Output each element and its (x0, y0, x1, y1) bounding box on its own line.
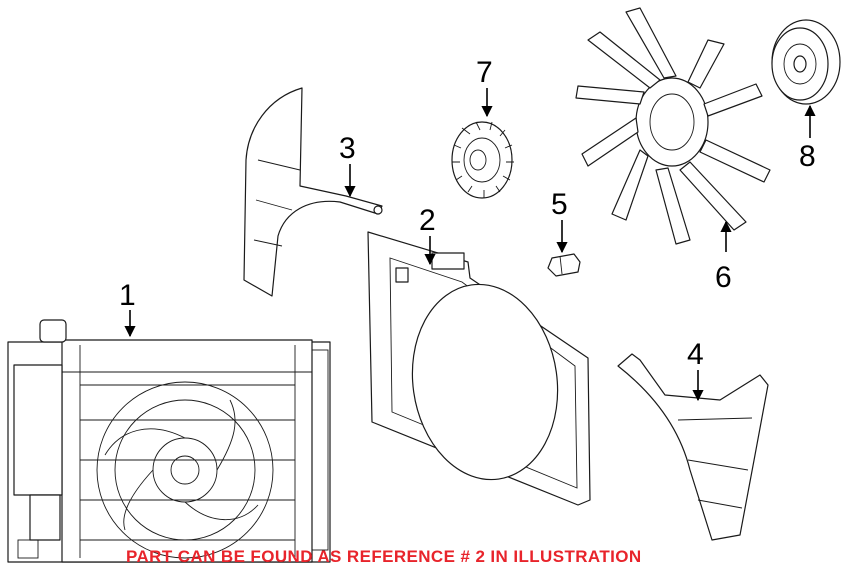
callout-1: 1 (119, 279, 136, 338)
callout-2-number: 2 (419, 204, 436, 237)
lower-shroud-bracket (617, 353, 769, 541)
callout-2: 2 (419, 204, 436, 266)
callout-6-number: 6 (715, 261, 732, 294)
callout-5-number: 5 (551, 188, 568, 221)
reference-notice: PART CAN BE FOUND AS REFERENCE # 2 IN IL… (126, 547, 642, 566)
callout-4-number: 4 (687, 338, 704, 371)
callout-3: 3 (339, 132, 356, 198)
fan-clutch (451, 121, 514, 199)
callout-5: 5 (551, 188, 568, 254)
clip (547, 253, 581, 277)
callout-7-number: 7 (476, 56, 493, 89)
fan-shroud (367, 231, 591, 506)
callout-8: 8 (799, 104, 816, 173)
callout-8-number: 8 (799, 140, 816, 173)
callout-7: 7 (476, 56, 493, 118)
callout-4: 4 (687, 338, 704, 402)
callout-6: 6 (715, 220, 732, 294)
pulley (771, 19, 841, 105)
callout-1-number: 1 (119, 279, 136, 312)
upper-shroud-bracket (243, 87, 383, 297)
fan-blade (575, 7, 771, 245)
callout-3-number: 3 (339, 132, 356, 165)
radiator-assembly (7, 319, 331, 563)
